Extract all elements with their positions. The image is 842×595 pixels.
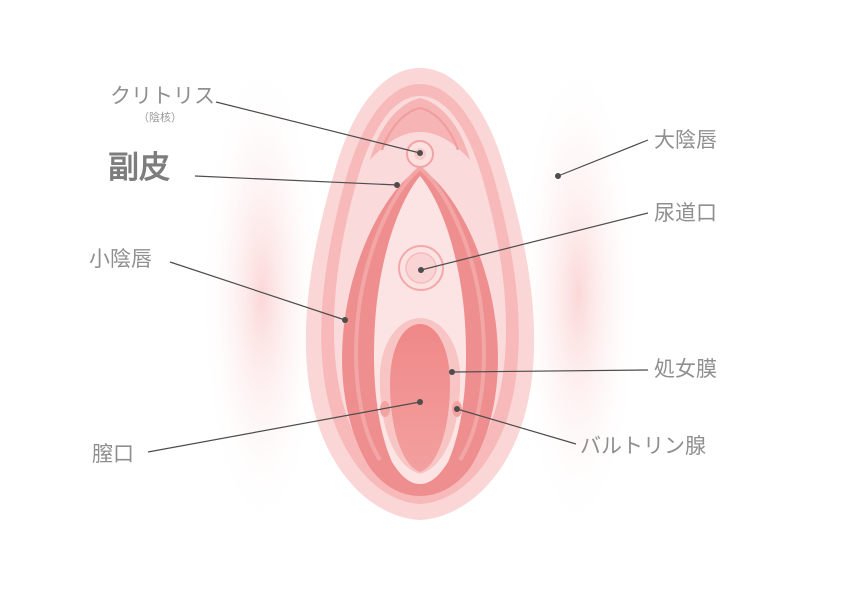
label-urethra: 尿道口 [654, 201, 717, 225]
label-bartholin: バルトリン腺 [580, 434, 706, 458]
label-hymen: 処女膜 [654, 357, 717, 381]
label-clitoris-sub: （陰核） [138, 111, 182, 124]
label-hood: 副皮 [108, 150, 170, 186]
leader-dots [342, 150, 561, 412]
leader-lines [147, 101, 649, 453]
label-clitoris: クリトリス [110, 84, 215, 108]
clitoral-hood-shape [370, 98, 470, 160]
vaginal-opening-shape [390, 324, 450, 472]
label-labia-minora: 小陰唇 [89, 247, 152, 271]
label-vagina: 膣口 [92, 442, 134, 466]
labia-majora [200, 55, 640, 535]
label-labia-majora: 大陰唇 [654, 128, 717, 152]
